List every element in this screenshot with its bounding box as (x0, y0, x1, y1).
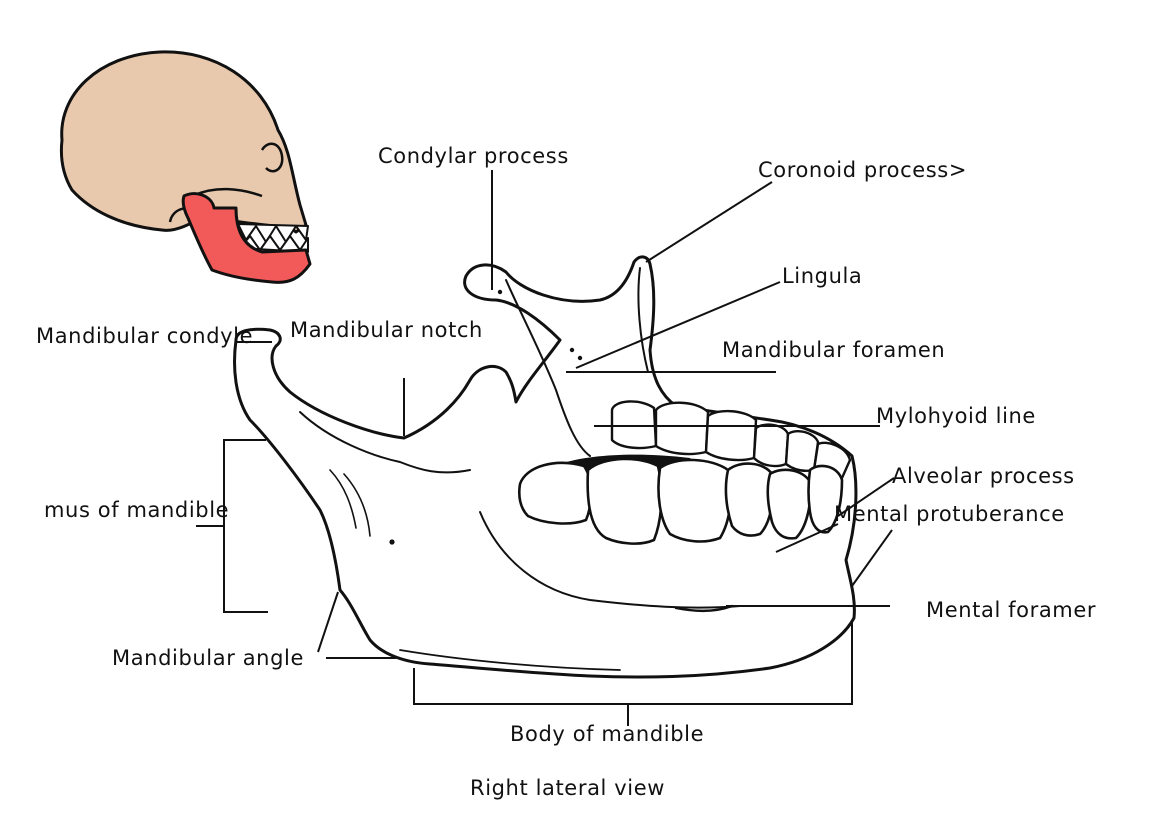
leader-lines (196, 170, 895, 726)
skull-thumbnail (59, 50, 312, 284)
molar-1 (517, 461, 593, 525)
bracket-body (413, 620, 853, 726)
leader-alveolar-process (837, 477, 895, 517)
label-lingula: Lingula (782, 264, 863, 288)
coronoid-inner-edge-2 (637, 267, 649, 373)
ramus-ridge-1 (329, 469, 357, 529)
label-mylohyoid-line: Mylohyoid line (876, 404, 1036, 428)
skull-upper-teeth (237, 223, 309, 243)
tooth-back-4 (752, 423, 790, 468)
foramen-dot-3 (577, 355, 583, 361)
tooth-back-2 (654, 401, 710, 456)
base-contour (399, 649, 621, 671)
label-mandibular-foramen: Mandibular foramen (722, 338, 946, 362)
skull-lower-teeth (239, 235, 309, 253)
label-view: Right lateral view (470, 776, 666, 800)
tooth-back-5 (784, 430, 820, 472)
leader-mandibular-angle-2 (317, 591, 339, 653)
skull-eye-socket (260, 142, 284, 173)
ramus-ridge-2 (343, 473, 371, 537)
premolar-2 (766, 468, 812, 540)
skull-cheek (194, 187, 263, 198)
label-coronoid-process: Coronoid process> (758, 158, 968, 182)
label-mandibular-angle: Mandibular angle (112, 646, 304, 670)
upper-teeth-row (610, 400, 852, 480)
label-body-of-mandible: Body of mandible (510, 722, 705, 746)
label-mandibular-condyle: Mandibular condyle (36, 324, 254, 348)
label-alveolar-process: Alveolar process (892, 464, 1075, 488)
label-ramus-of-mandible: mus of mandible (44, 498, 230, 522)
canine (807, 464, 844, 534)
leader-mental-protuberance (775, 523, 839, 553)
foramen-dot-4 (389, 539, 395, 545)
tooth-back-3 (704, 409, 758, 462)
ramus-inner-line (299, 411, 471, 474)
tooth-back-1 (610, 400, 658, 450)
foramen-dot-2 (569, 347, 575, 353)
foramen-dot-1 (497, 289, 503, 295)
body-inner-contour (479, 511, 741, 609)
molar-2 (586, 457, 663, 545)
coronoid-inner-edge (505, 279, 591, 457)
label-condylar-process: Condylar process (378, 144, 569, 168)
lower-teeth-row (517, 457, 844, 545)
leader-mental-protuberance-2 (851, 529, 893, 587)
mandible-illustration (233, 255, 858, 679)
leader-coronoid-process (645, 181, 773, 263)
label-mental-foramen: Mental foramer (926, 598, 1097, 622)
bracket-ramus (196, 439, 268, 613)
premolar-1 (724, 462, 775, 537)
label-mandibular-notch: Mandibular notch (290, 318, 483, 342)
mental-foramen-mark (674, 604, 734, 612)
skull-mandible-highlight (181, 192, 312, 284)
leader-lingula (575, 281, 781, 369)
label-mental-protuberance: Mental protuberance (834, 502, 1065, 526)
molar-3 (657, 458, 733, 543)
